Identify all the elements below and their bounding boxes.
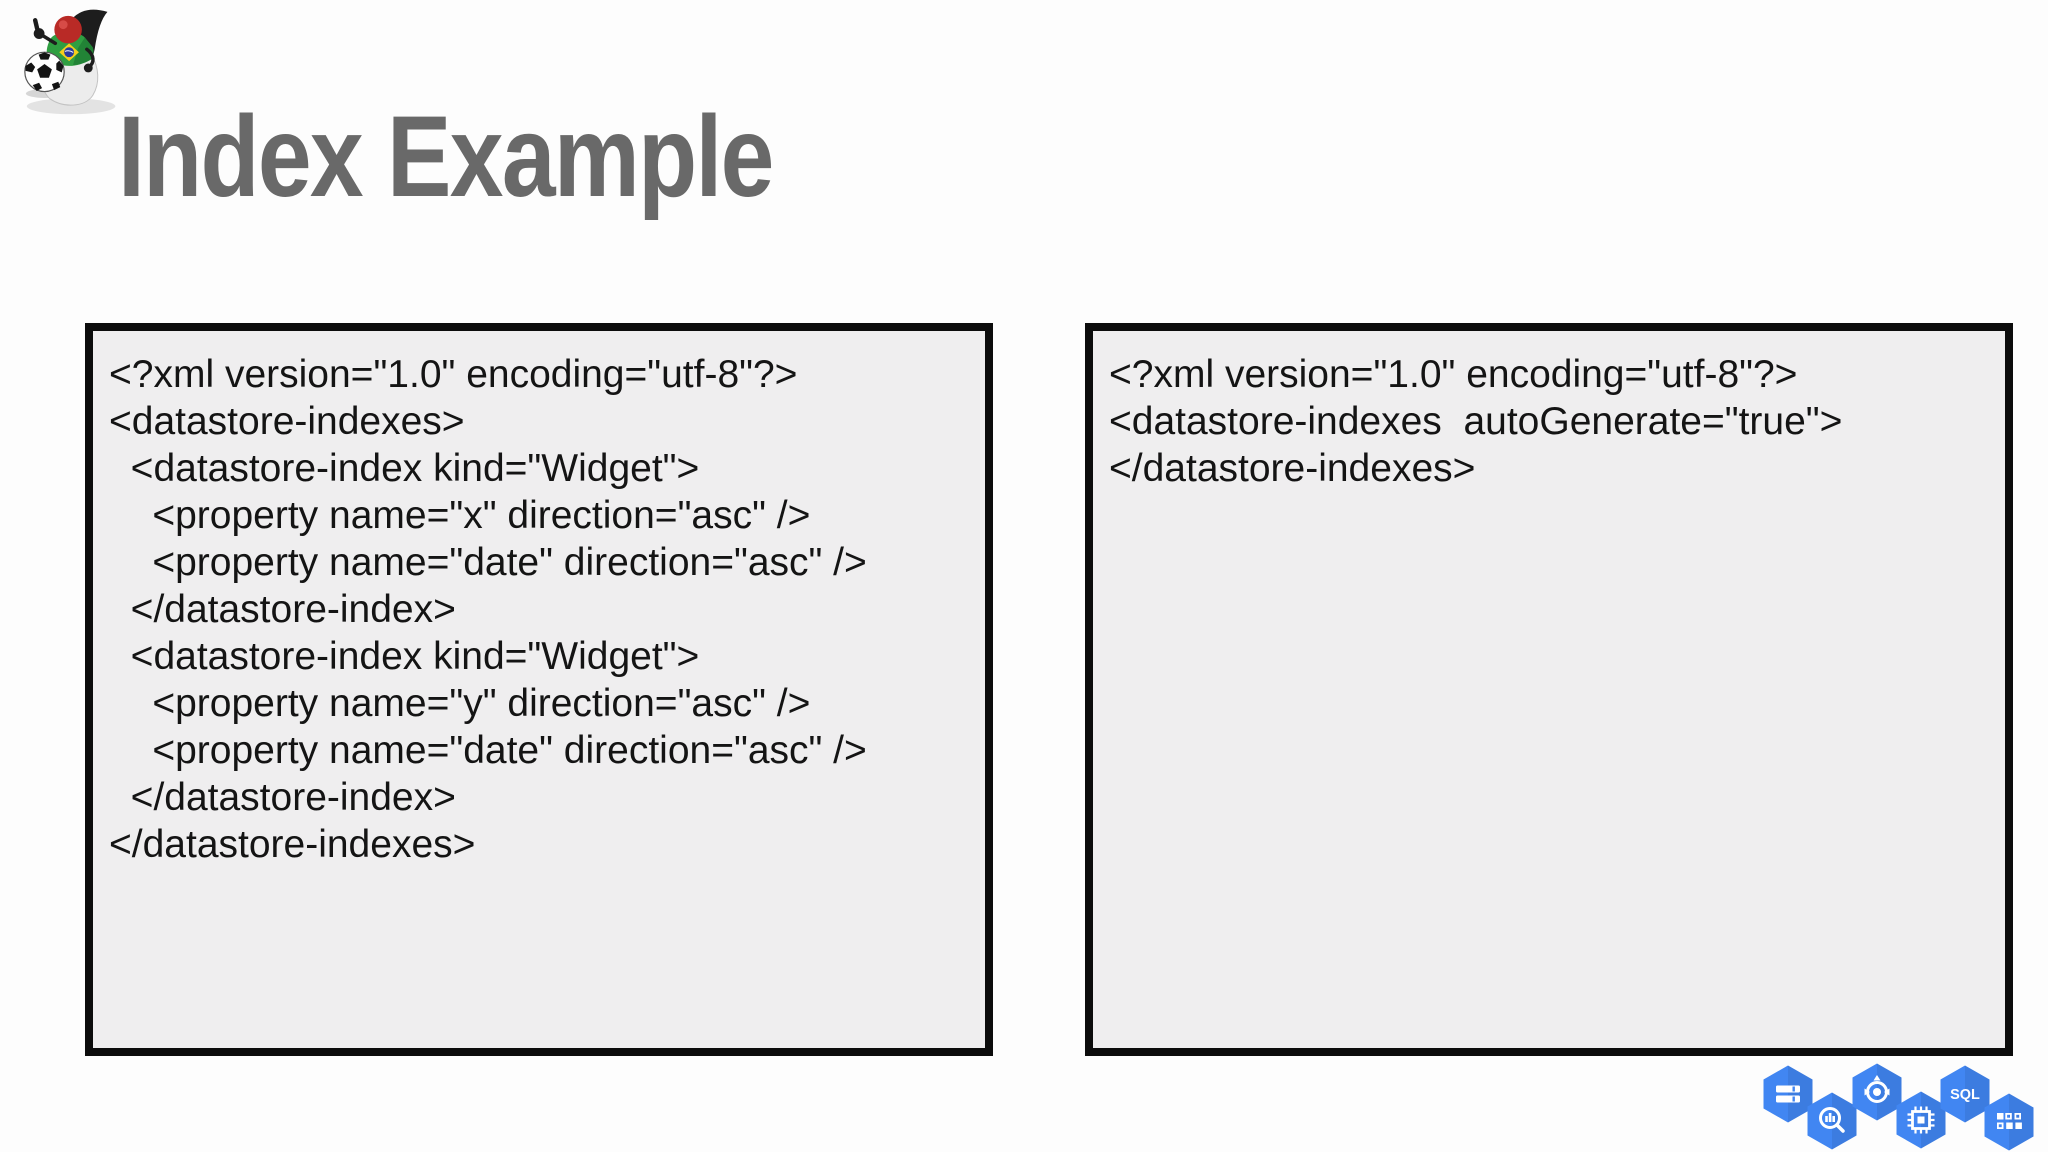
code-block: <?xml version="1.0" encoding="utf-8"?> <… bbox=[93, 331, 985, 874]
page-title: Index Example bbox=[118, 93, 774, 221]
ball-patch bbox=[56, 60, 64, 73]
code-line: <datastore-indexes autoGenerate="true"> bbox=[1109, 400, 1843, 443]
ball-patch bbox=[25, 62, 36, 73]
cloud-datastore-icon bbox=[1852, 1063, 1902, 1121]
sql-label: SQL bbox=[1950, 1087, 1980, 1103]
code-box-manual-indexes: <?xml version="1.0" encoding="utf-8"?> <… bbox=[85, 323, 993, 1056]
compute-engine-icon bbox=[1896, 1091, 1946, 1149]
duke-thumb bbox=[32, 18, 40, 31]
logo-shadow bbox=[26, 98, 116, 115]
code-line: <datastore-index kind="Widget"> bbox=[109, 635, 700, 678]
app-modules-icon bbox=[1984, 1093, 2034, 1151]
code-block: <?xml version="1.0" encoding="utf-8"?> <… bbox=[1093, 331, 2005, 498]
ball-patch bbox=[38, 52, 51, 60]
duke-left-arm bbox=[40, 33, 58, 46]
code-box-autogenerate: <?xml version="1.0" encoding="utf-8"?> <… bbox=[1085, 323, 2013, 1056]
code-line: </datastore-index> bbox=[109, 776, 456, 819]
duke-fist bbox=[33, 28, 45, 39]
code-line: </datastore-index> bbox=[109, 588, 456, 631]
code-line: <property name="date" direction="asc" /> bbox=[109, 729, 867, 772]
code-line: </datastore-indexes> bbox=[1109, 447, 1476, 490]
code-line: <datastore-index kind="Widget"> bbox=[109, 447, 700, 490]
duke-shirt-shade bbox=[73, 37, 94, 65]
code-line: </datastore-indexes> bbox=[109, 823, 476, 866]
ball-patch bbox=[32, 82, 43, 92]
code-line: <datastore-indexes> bbox=[109, 400, 465, 443]
code-line: <property name="y" direction="asc" /> bbox=[109, 682, 811, 725]
ball-patch bbox=[51, 81, 61, 91]
duke-mascot-logo bbox=[24, 9, 116, 115]
ball-pentagon bbox=[37, 64, 52, 78]
code-line: <?xml version="1.0" encoding="utf-8"?> bbox=[1109, 353, 1798, 396]
code-line: <?xml version="1.0" encoding="utf-8"?> bbox=[109, 353, 798, 396]
brazil-flag-globe bbox=[64, 47, 75, 58]
cloud-sql-icon: SQL bbox=[1940, 1065, 1990, 1123]
duke-right-hand bbox=[83, 63, 93, 73]
brazil-flag-band bbox=[64, 50, 74, 53]
bigquery-icon bbox=[1807, 1092, 1857, 1150]
code-line: <property name="x" direction="asc" /> bbox=[109, 494, 811, 537]
code-line: <property name="date" direction="asc" /> bbox=[109, 541, 867, 584]
cloud-storage-icon bbox=[1763, 1065, 1813, 1123]
duke-head-highlight bbox=[58, 20, 68, 30]
duke-head bbox=[54, 15, 82, 44]
